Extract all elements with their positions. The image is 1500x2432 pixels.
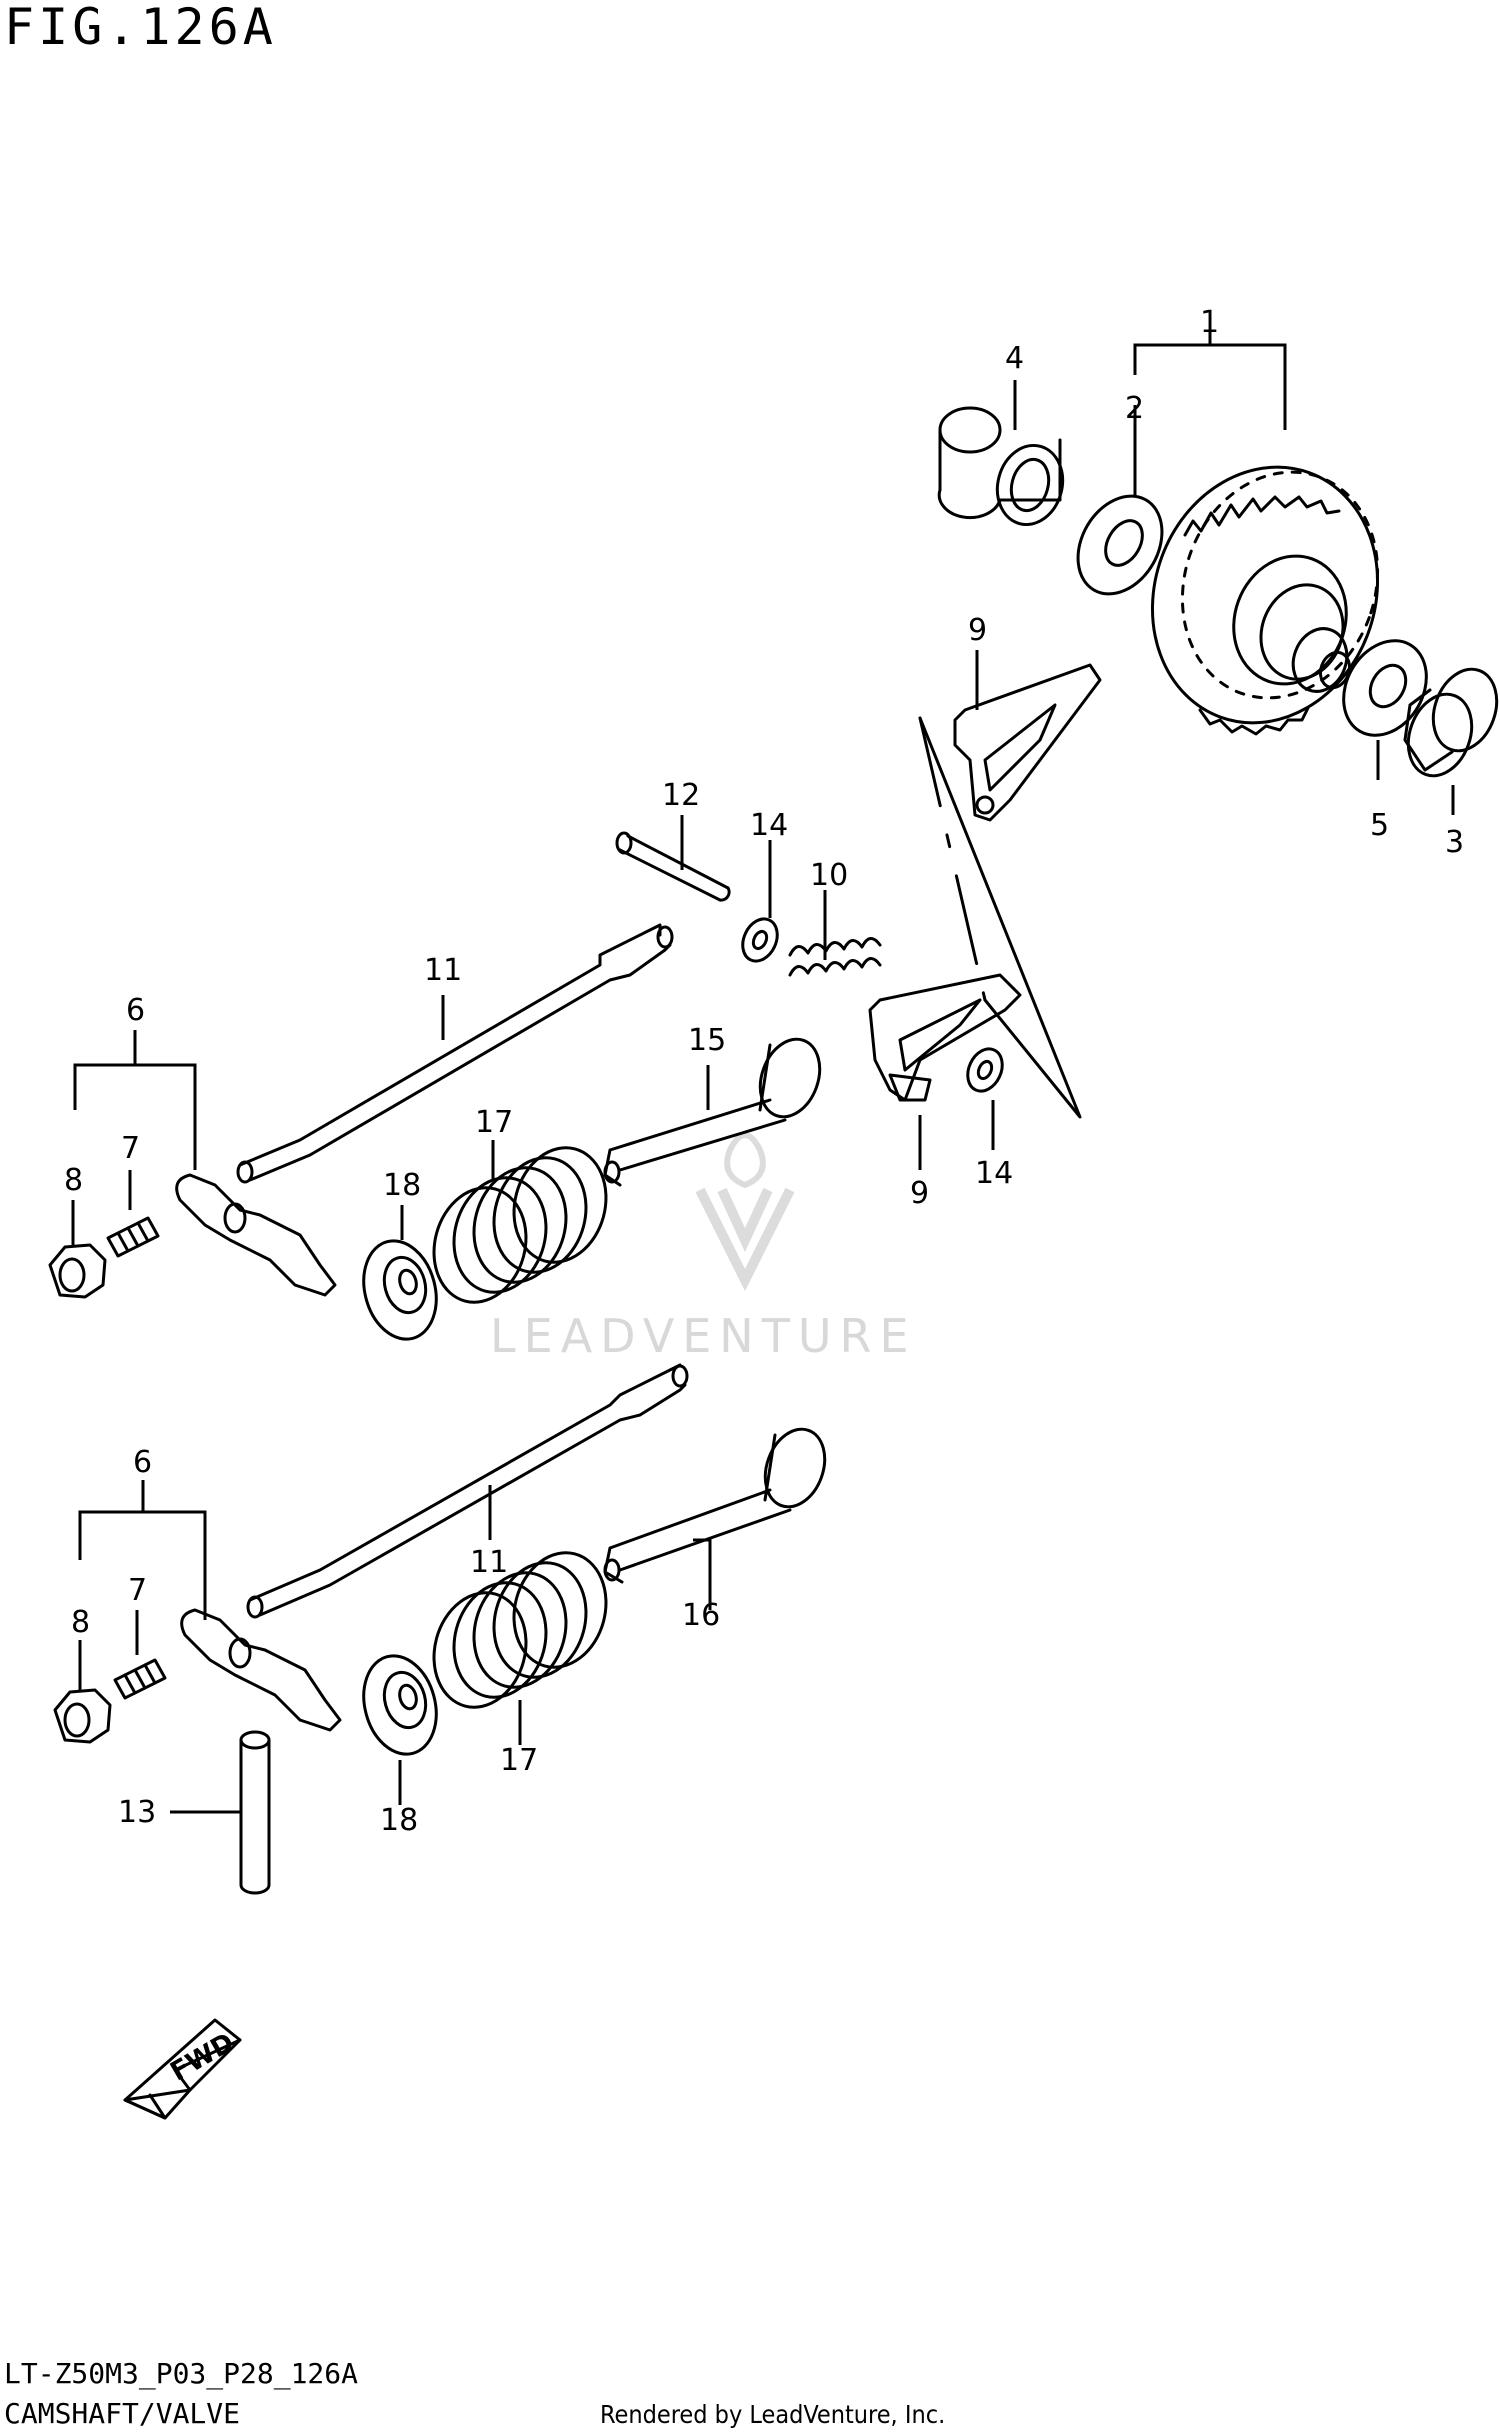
part-11-pushrod-lower [246, 1363, 689, 1619]
part-18-retainer-lower [362, 1654, 438, 1756]
callout-7-upper: 7 [121, 1131, 140, 1166]
part-14-washer-lower [966, 1047, 1004, 1093]
part-14-washer-upper [741, 917, 779, 963]
callout-16: 16 [682, 1598, 720, 1633]
callout-5: 5 [1370, 808, 1389, 843]
part-9-decomp-cam-lower [868, 973, 1022, 1102]
callout-11-lower: 11 [470, 1545, 508, 1580]
leader-lines [71, 330, 1455, 1814]
part-12-pin [615, 831, 731, 902]
part-10-spring [788, 937, 882, 977]
callout-14-lower: 14 [975, 1156, 1013, 1191]
callout-7-lower: 7 [128, 1573, 147, 1608]
callout-10: 10 [810, 858, 848, 893]
part-6-rocker-arm-upper [175, 1173, 337, 1297]
callout-6-upper: 6 [126, 993, 145, 1028]
callout-9-upper: 9 [968, 613, 987, 648]
part-13-rocker-shaft [239, 1730, 271, 1895]
part-9-decomp-cam-upper [953, 663, 1102, 822]
part-1-camshaft-gear [1150, 465, 1380, 736]
callout-11-upper: 11 [424, 953, 462, 988]
watermark: LEADVENTURE [490, 1132, 917, 1363]
part-11-pushrod-upper [236, 923, 674, 1184]
part-7-adjust-screw-upper [106, 1216, 160, 1258]
part-7-adjust-screw-lower [113, 1658, 167, 1700]
part-17-spring-upper [432, 1146, 608, 1304]
part-5-washer [1342, 639, 1428, 737]
part-2-washer [1076, 494, 1164, 596]
callout-1: 1 [1200, 305, 1219, 340]
callout-18-lower: 18 [380, 1803, 418, 1838]
callout-8-lower: 8 [71, 1605, 90, 1640]
rendered-by-credit: Rendered by LeadVenture, Inc. [600, 2400, 946, 2429]
decomp-assembly-outline [918, 716, 1082, 1119]
watermark-logo-icon [695, 1132, 795, 1292]
callout-18-upper: 18 [383, 1168, 421, 1203]
callout-13: 13 [118, 1795, 156, 1830]
part-4-bushing [937, 406, 1065, 527]
callout-8-upper: 8 [64, 1163, 83, 1198]
part-18-retainer-upper [362, 1239, 438, 1341]
diagram-code: LT-Z50M3_P03_P28_126A [4, 2357, 359, 2390]
part-6-rocker-arm-lower [180, 1608, 342, 1732]
part-3-bearing [1403, 667, 1499, 778]
section-name: CAMSHAFT/VALVE [4, 2397, 241, 2430]
callout-17-lower: 17 [500, 1743, 538, 1778]
callout-14-upper: 14 [750, 808, 788, 843]
part-15-valve [603, 1037, 822, 1187]
fwd-arrow-icon [123, 2018, 242, 2120]
part-8-nut-upper [48, 1243, 107, 1299]
part-16-valve [603, 1427, 827, 1584]
callout-15: 15 [688, 1023, 726, 1058]
figure-title: FIG.126A [4, 0, 277, 56]
callout-2: 2 [1125, 391, 1144, 426]
callout-9-lower: 9 [910, 1176, 929, 1211]
part-17-spring-lower [432, 1551, 608, 1709]
callout-6-lower: 6 [133, 1445, 152, 1480]
watermark-text: LEADVENTURE [490, 1309, 917, 1363]
part-8-nut-lower [53, 1688, 112, 1744]
callout-4: 4 [1005, 341, 1024, 376]
callout-3: 3 [1445, 825, 1464, 860]
callout-labels: 1 2 4 3 5 9 12 14 10 11 15 6 17 7 8 18 9… [64, 305, 1464, 1838]
callout-17-upper: 17 [475, 1105, 513, 1140]
callout-12: 12 [662, 778, 700, 813]
